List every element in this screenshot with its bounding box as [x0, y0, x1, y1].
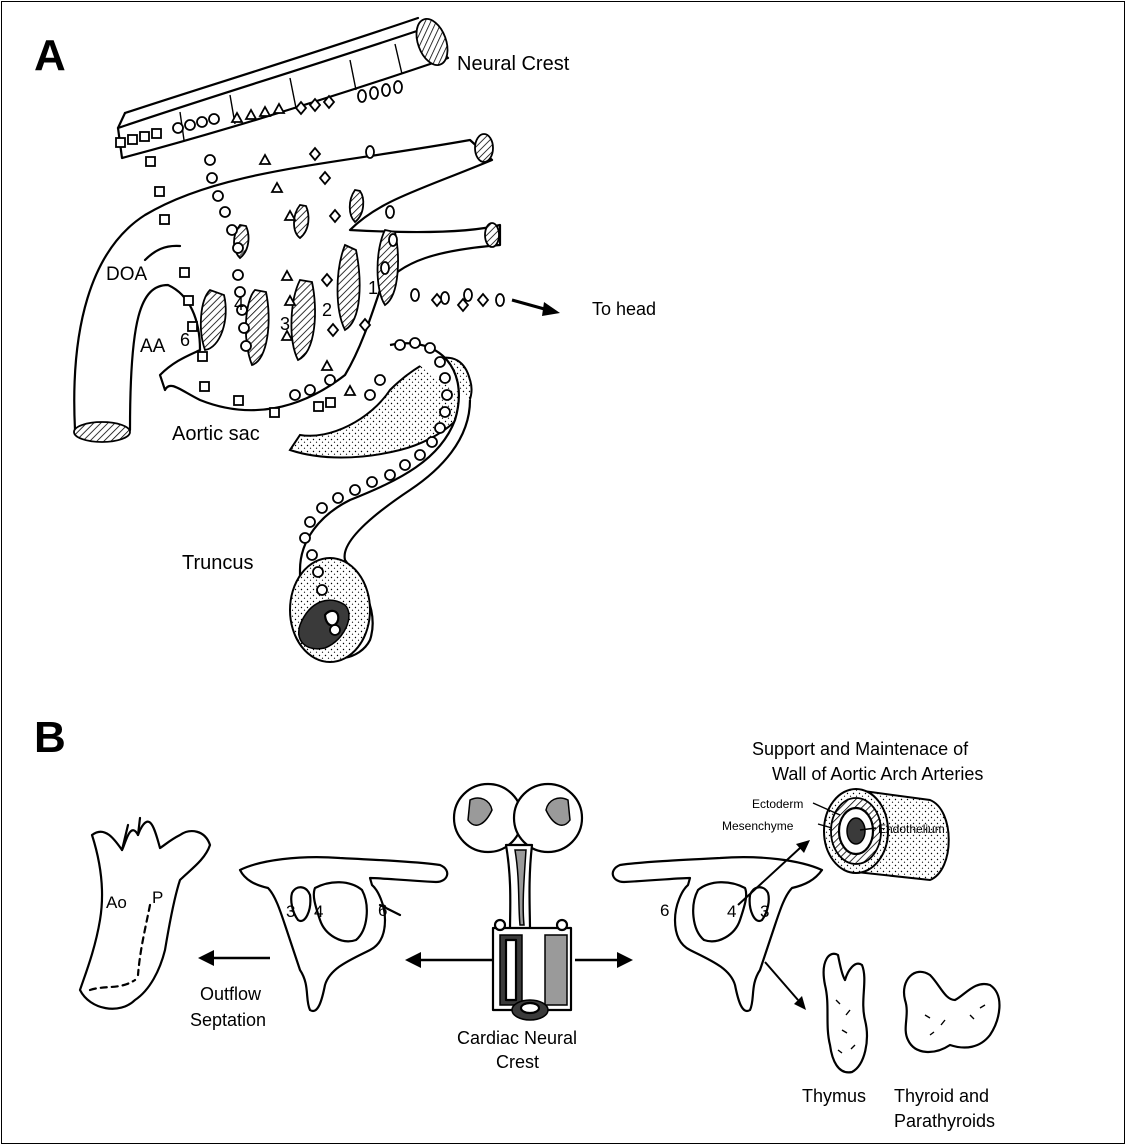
- arch-4-label: 4: [234, 294, 244, 314]
- neural-crest-tube: [118, 15, 453, 158]
- p-label: P: [152, 888, 163, 907]
- right-arch-4-label: 4: [727, 902, 736, 921]
- septated-outflow-drawing: [80, 818, 210, 1009]
- outflow-label-line1: Outflow: [200, 984, 262, 1004]
- neural-crest-label: Neural Crest: [457, 53, 570, 75]
- support-label-line2: Wall of Aortic Arch Arteries: [772, 764, 983, 784]
- left-arch-4-label: 4: [314, 902, 323, 921]
- arch-2-label: 2: [322, 300, 332, 320]
- panel-a-letter: A: [34, 31, 66, 80]
- arch-3-label: 3: [280, 314, 290, 334]
- to-glands-arrow: [765, 962, 798, 1000]
- endothelium-label: Endothelium: [878, 822, 945, 836]
- left-arch-3-label: 3: [286, 902, 295, 921]
- support-label-line1: Support and Maintenace of: [752, 739, 969, 759]
- truncus-label: Truncus: [182, 552, 254, 574]
- aortic-sac-label: Aortic sac: [172, 423, 260, 445]
- to-head-label: To head: [592, 299, 656, 319]
- thymus-drawing: [824, 954, 867, 1073]
- outflow-label-line2: Septation: [190, 1010, 266, 1030]
- outflow-arrowhead: [198, 950, 214, 966]
- ao-label: Ao: [106, 893, 127, 912]
- right-arch-3-label: 3: [760, 902, 769, 921]
- aa-label: AA: [140, 336, 166, 357]
- right-arch-drawing: [613, 857, 822, 1011]
- cardiac-label-line1: Cardiac Neural: [457, 1028, 577, 1048]
- panel-b-letter: B: [34, 713, 66, 762]
- ectoderm-label: Ectoderm: [752, 797, 803, 811]
- right-arch-6-label: 6: [660, 901, 669, 920]
- mesenchyme-label: Mesenchyme: [722, 819, 794, 833]
- arch-6-label: 6: [180, 330, 190, 350]
- embryo-neural-crest-drawing: [454, 784, 582, 1020]
- left-arch-6-label: 6: [378, 901, 387, 920]
- doa-label: DOA: [106, 264, 148, 285]
- to-head-arrowhead: [542, 302, 560, 316]
- thymus-label: Thymus: [802, 1086, 866, 1106]
- thyroid-label-line1: Thyroid and: [894, 1086, 989, 1106]
- thyroid-label-line2: Parathyroids: [894, 1111, 995, 1131]
- to-head-arrow: [512, 300, 548, 310]
- cardiac-label-line2: Crest: [496, 1052, 539, 1072]
- arch-1-label: 1: [368, 278, 378, 298]
- to-right-arch-arrowhead: [617, 952, 633, 968]
- thyroid-drawing: [904, 972, 999, 1052]
- left-arch-drawing: [240, 857, 447, 1011]
- to-left-arch-arrowhead: [405, 952, 421, 968]
